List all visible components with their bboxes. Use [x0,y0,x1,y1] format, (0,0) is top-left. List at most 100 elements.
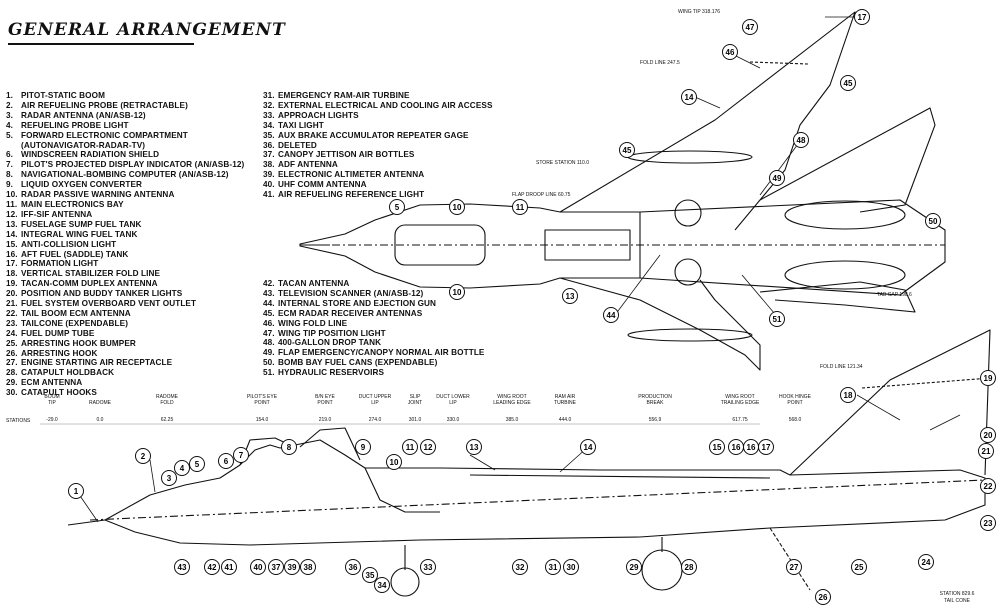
legend-item-number: 50. [263,358,275,368]
legend-item-text: PITOT-STATIC BOOM [21,91,106,100]
side-arresting-hook [769,527,811,591]
callout-number: 31 [549,563,558,572]
callout-13: 13 [466,439,482,455]
callout-circle [218,453,234,469]
legend-item-text: CANOPY JETTISON AIR BOTTLES [278,150,415,160]
callout-24: 24 [918,554,934,570]
callout-29: 29 [626,559,642,575]
station-name: BREAK [647,400,665,406]
callout-number: 8 [287,443,292,452]
legend-item-text: TACAN-COMM DUPLEX ANTENNA [21,279,158,289]
legend-item-text: APPROACH LIGHTS [278,110,359,120]
callout-circle [221,559,237,575]
station-name: STATION 829.6 [940,591,975,597]
callout-34: 34 [374,577,390,593]
callout-45: 45 [619,142,635,158]
callout-27: 27 [786,559,802,575]
callout-circle [728,439,744,455]
station-name: LEADING EDGE [493,400,531,406]
callout-number: 1 [74,487,79,496]
legend-item: 28.CATAPULT HOLDBACK [6,368,244,378]
fold-line-2-label: FOLD LINE 121.34 [820,364,863,370]
callout-11: 11 [402,439,418,455]
callout-circle [449,199,465,215]
station-name: RAM AIR [555,394,576,400]
legend-item-text: ANTI-COLLISION LIGHT [21,239,117,249]
callout-38: 38 [300,559,316,575]
legend-item-text: INTERNAL STORE AND EJECTION GUN [278,298,437,308]
legend-item-text: RADAR PASSIVE WARNING ANTENNA [21,190,175,200]
legend-item: 35.AUX BRAKE ACCUMULATOR REPEATER GAGE [263,131,493,141]
callout-number: 14 [584,443,593,452]
station-value: 0.0 [97,417,104,423]
callout-number: 6 [224,457,229,466]
legend-item: 39.ELECTRONIC ALTIMETER ANTENNA [263,170,493,180]
callout-21: 21 [978,443,994,459]
legend-item: (AUTONAVIGATOR-RADAR-TV) [6,141,244,151]
legend-item-number: 17. [6,259,18,269]
callout-50: 50 [925,213,941,229]
callout-number: 7 [239,451,244,460]
callout-circle [512,199,528,215]
callout-circle [68,483,84,499]
legend-item-text: INTEGRAL WING FUEL TANK [21,229,138,239]
legend-item: 15.ANTI-COLLISION LIGHT [6,240,244,250]
station-name: BOOM [44,394,59,400]
legend-item-text: AFT FUEL (SADDLE) TANK [21,249,129,259]
legend-item-number: 23. [6,318,18,328]
legend-item-text: FUSELAGE SUMP FUEL TANK [21,219,142,229]
station-value: 330.0 [447,417,460,423]
callout-40: 40 [250,559,266,575]
legend-item-number: 3. [6,110,14,120]
callout-28: 28 [681,559,697,575]
legend-item: 36.DELETED [263,141,493,151]
callout-circle [545,559,561,575]
callout-2: 2 [135,448,151,464]
station-name: B/N EYE [315,394,335,400]
station-name: DUCT LOWER [436,394,470,400]
callout-19: 19 [980,370,996,386]
callout-16: 16 [743,439,759,455]
legend-item: 21.FUEL SYSTEM OVERBOARD VENT OUTLET [6,299,244,309]
legend-item-text: ECM RADAR RECEIVER ANTENNAS [278,308,423,318]
callout-42: 42 [204,559,220,575]
callout-number: 4 [180,464,185,473]
callout-number: 5 [195,460,200,469]
station-name: SLIP [410,394,422,400]
legend-item-text: TELEVISION SCANNER (AN/ASB-12) [278,288,424,298]
callout-number: 40 [254,563,263,572]
callout-circle [386,454,402,470]
station-name: TRAILING EDGE [721,400,760,406]
legend-item: 31.EMERGENCY RAM-AIR TURBINE [263,91,493,101]
callout-number: 44 [607,311,616,320]
legend-item-number: 9. [6,180,14,190]
callout-number: 49 [773,174,782,183]
callout-number: 22 [984,482,993,491]
legend-item: 43.TELEVISION SCANNER (AN/ASB-12) [263,289,484,299]
legend-item-text: PILOT'S PROJECTED DISPLAY INDICATOR (AN/… [21,160,245,170]
legend-item-number: 34. [263,120,275,130]
legend-item-text: FORMATION LIGHT [21,259,99,269]
station-value: 444.0 [559,417,572,423]
legend-item: 22.TAIL BOOM ECM ANTENNA [6,309,244,319]
callout-15: 15 [709,439,725,455]
station-value: 154.0 [256,417,269,423]
callout-number: 10 [453,288,462,297]
legend-item-number: 2. [6,100,14,110]
legend-item: 38.ADF ANTENNA [263,160,493,170]
legend-item: 16.AFT FUEL (SADDLE) TANK [6,250,244,260]
callout-number: 28 [685,563,694,572]
callout-circle [284,559,300,575]
legend-item-text: WINDSCREEN RADIATION SHIELD [21,150,160,160]
callout-circle [580,439,596,455]
side-centerline [89,479,986,521]
legend-item: 6.WINDSCREEN RADIATION SHIELD [6,150,244,160]
legend-item: 50.BOMB BAY FUEL CANS (EXPENDABLE) [263,358,484,368]
station-name: TAIL CONE [944,598,971,604]
legend-item-number: 18. [6,269,18,279]
legend-item: 49.FLAP EMERGENCY/CANOPY NORMAL AIR BOTT… [263,348,484,358]
legend-item-number: 14. [6,229,18,239]
